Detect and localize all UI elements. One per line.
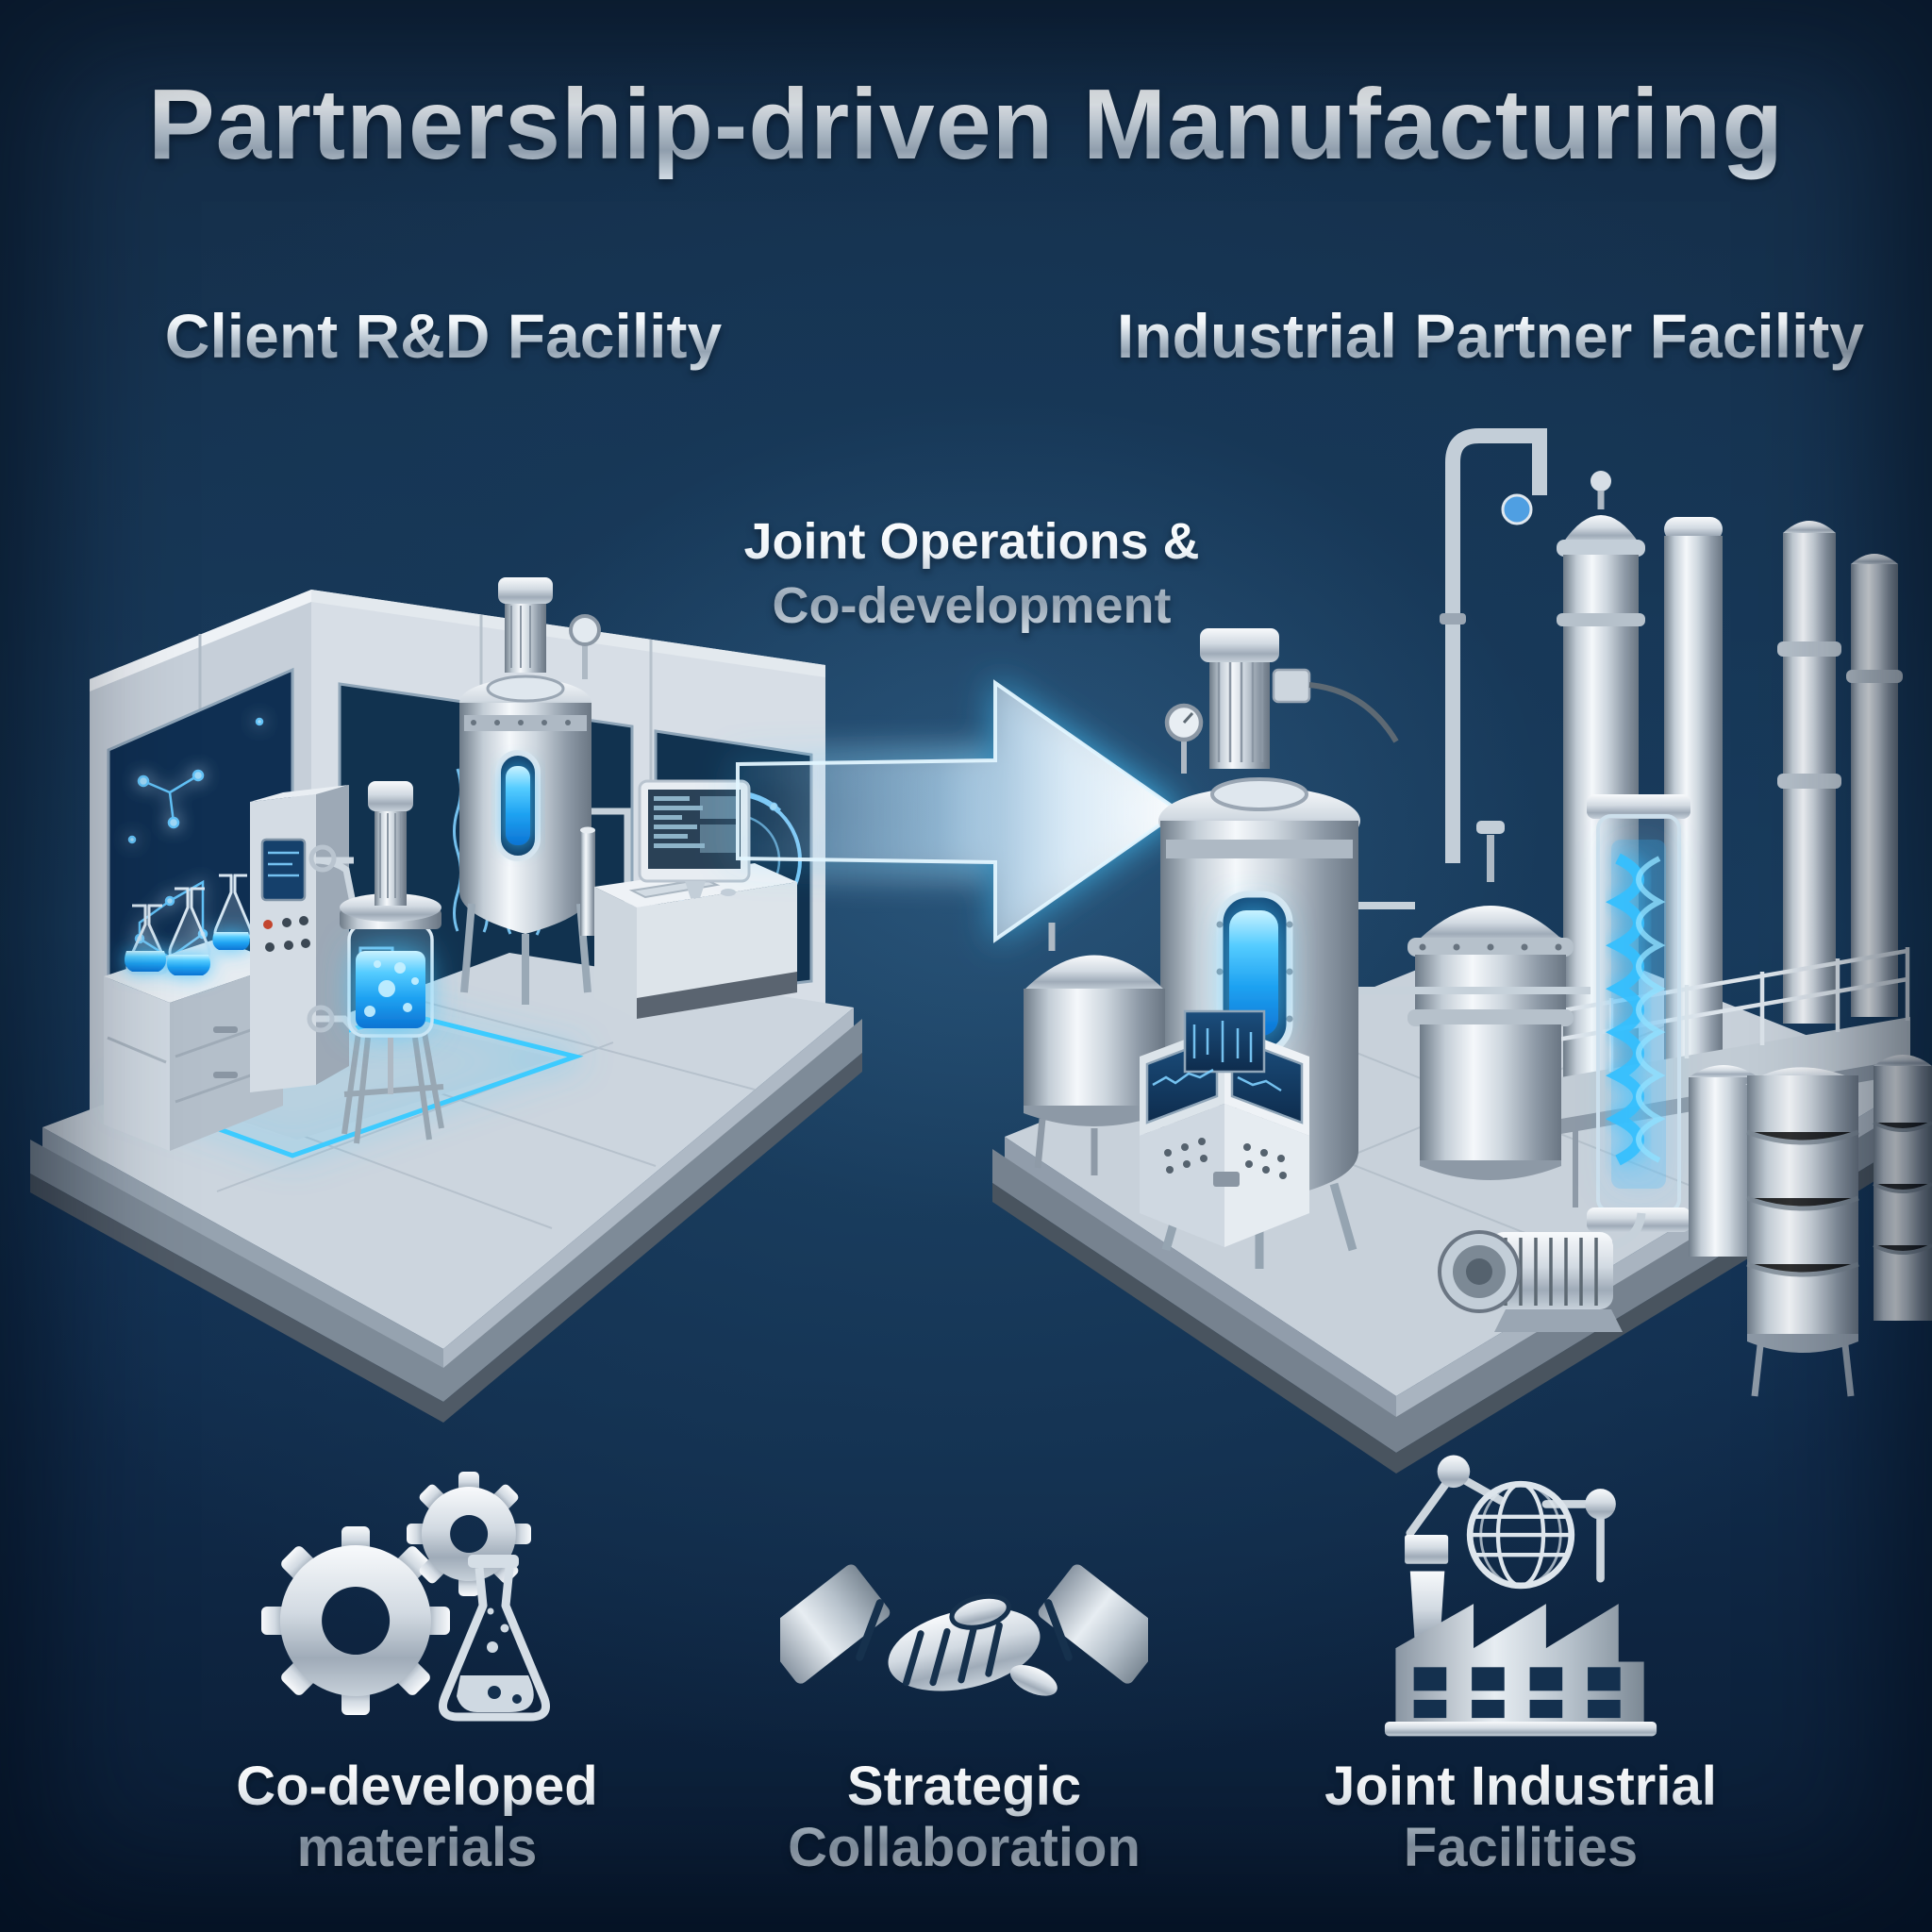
feature-co-developed-materials: Co-developed materials xyxy=(134,1445,700,1879)
feature-joint-industrial-facilities: Joint Industrial Facilities xyxy=(1238,1445,1804,1879)
arrow-shape xyxy=(736,679,1183,943)
feature-label: Joint Industrial Facilities xyxy=(1324,1756,1717,1878)
overhead-pipe xyxy=(1440,428,1547,863)
globe-glyph xyxy=(1466,1480,1575,1590)
large-gear xyxy=(261,1526,450,1715)
benchtop-bioreactor xyxy=(307,781,444,1144)
factory-glyph xyxy=(1384,1535,1657,1737)
feature-label: Strategic Collaboration xyxy=(788,1756,1141,1878)
handshake-icon xyxy=(780,1445,1148,1743)
handshake-glyph xyxy=(780,1564,1148,1696)
computer-workstation xyxy=(594,779,797,1019)
page-title: Partnership-driven Manufacturing xyxy=(0,68,1932,182)
bioreactor-stand xyxy=(341,1032,444,1144)
right-facility-label: Industrial Partner Facility xyxy=(1075,300,1906,372)
small-gear xyxy=(407,1472,531,1596)
control-tower xyxy=(250,785,349,1092)
spiral-glass-column xyxy=(1587,794,1690,1232)
condenser-vessel xyxy=(1407,821,1574,1180)
left-facility-label: Client R&D Facility xyxy=(28,300,858,372)
client-rnd-scene xyxy=(28,528,868,1423)
monitor-code-lines xyxy=(654,796,736,853)
industrial-partner-scene xyxy=(992,330,1932,1519)
feature-label: Co-developed materials xyxy=(236,1756,598,1878)
storage-tanks xyxy=(1689,1055,1932,1397)
floor-pillar xyxy=(580,826,595,936)
flasks-blue-liquid xyxy=(125,874,253,975)
factory-globe-icon xyxy=(1357,1445,1684,1743)
liquid-bubbles xyxy=(364,960,419,1017)
feature-strategic-collaboration: Strategic Collaboration xyxy=(681,1445,1247,1879)
distillation-columns-slim xyxy=(1777,521,1903,1024)
flask-glyph xyxy=(439,1555,550,1722)
buffer-tank xyxy=(1024,923,1165,1175)
transition-arrow xyxy=(726,651,1198,972)
gears-flask-icon xyxy=(257,1445,577,1743)
control-console xyxy=(1140,1009,1309,1247)
pump-motor-front xyxy=(1438,1212,1646,1332)
